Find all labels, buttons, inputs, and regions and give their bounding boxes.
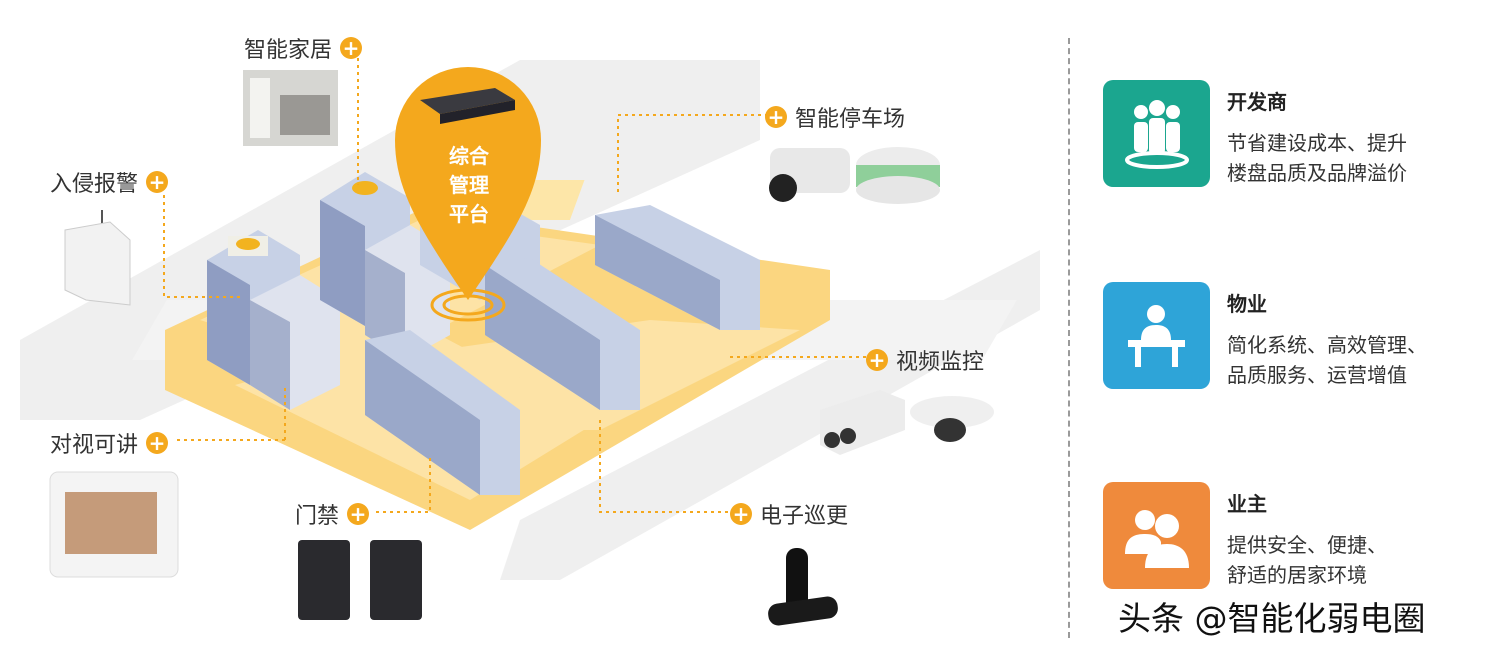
bullet-camera	[769, 148, 850, 202]
label-access-control: 门禁 +	[295, 498, 370, 530]
label-intrusion-alarm: 入侵报警 +	[50, 166, 169, 198]
platform-label-line3: 平台	[449, 202, 489, 226]
plus-icon[interactable]: +	[765, 106, 787, 128]
plus-icon[interactable]: +	[146, 171, 169, 193]
section-divider	[1068, 38, 1070, 638]
desk-person-icon	[1103, 282, 1210, 389]
smart-home-photo	[243, 70, 338, 146]
alarm-panel-device	[64, 210, 131, 306]
building-bar-center	[485, 258, 640, 410]
label-access-control-text: 门禁	[295, 504, 340, 529]
role-description: 节省建设成本、提升 楼盘品质及品牌溢价	[1227, 128, 1407, 188]
label-smart-parking-text: 智能停车场	[795, 107, 906, 132]
dome-camera	[910, 396, 994, 442]
intercom-monitor	[49, 471, 179, 578]
role-desc-line2: 楼盘品质及品牌溢价	[1227, 161, 1407, 185]
building-bar-bottom	[365, 330, 520, 495]
community-map	[20, 58, 1040, 626]
label-patrol-text: 电子巡更	[760, 504, 849, 529]
role-desc-line2: 舒适的居家环境	[1227, 563, 1367, 587]
label-smart-home-text: 智能家居	[244, 38, 333, 63]
label-intercom-text: 对视可讲	[50, 433, 139, 458]
dual-lens-camera	[820, 390, 905, 455]
plus-icon[interactable]: +	[866, 349, 888, 371]
role-description: 简化系统、高效管理、 品质服务、运营增值	[1227, 330, 1427, 390]
platform-label-line1: 综合	[449, 144, 489, 168]
dome-camera-green	[856, 147, 940, 204]
plus-icon[interactable]: +	[146, 432, 169, 454]
platform-label: 综合 管理 平台	[443, 142, 495, 229]
label-intercom: 对视可讲 +	[50, 427, 169, 459]
leader-lines	[163, 58, 866, 513]
role-description: 提供安全、便捷、 舒适的居家环境	[1227, 530, 1387, 590]
watermark: 头条 @智能化弱电圈	[1118, 599, 1426, 638]
role-desc-line2: 品质服务、运营增值	[1227, 363, 1407, 387]
label-smart-home: 智能家居 +	[244, 32, 363, 64]
role-title: 开发商	[1227, 90, 1287, 114]
patrol-stick	[768, 548, 838, 626]
role-desc-line1: 节省建设成本、提升	[1227, 131, 1407, 155]
label-video-surveillance: + 视频监控	[866, 344, 984, 376]
tower-left	[207, 230, 340, 410]
access-card-readers	[298, 540, 422, 620]
plus-icon[interactable]: +	[347, 503, 370, 525]
label-smart-parking: + 智能停车场	[765, 101, 905, 133]
two-people-icon	[1103, 482, 1210, 589]
platform-label-line2: 管理	[449, 173, 489, 197]
label-patrol: + 电子巡更	[730, 498, 848, 530]
label-video-surveillance-text: 视频监控	[896, 350, 985, 375]
platform-pin	[395, 67, 541, 322]
plus-icon[interactable]: +	[730, 503, 752, 525]
group-icon	[1103, 80, 1210, 187]
building-parking-block	[595, 205, 760, 330]
role-desc-line1: 简化系统、高效管理、	[1227, 333, 1427, 357]
role-title: 业主	[1227, 492, 1267, 516]
role-title: 物业	[1227, 292, 1267, 316]
role-desc-line1: 提供安全、便捷、	[1227, 533, 1387, 557]
plus-icon[interactable]: +	[340, 37, 363, 59]
label-intrusion-alarm-text: 入侵报警	[50, 172, 139, 197]
